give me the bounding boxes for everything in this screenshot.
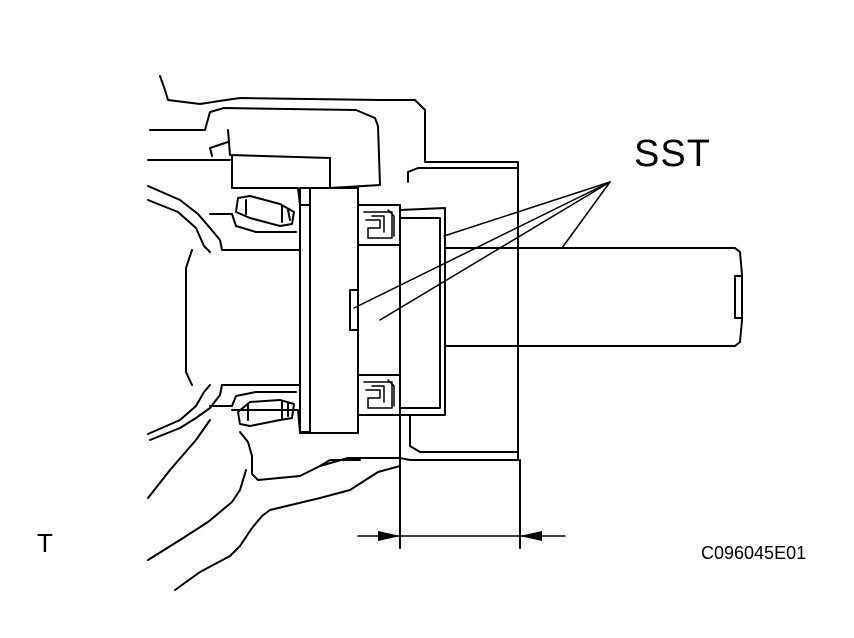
housing-lower-inner xyxy=(320,460,360,466)
lower-bearing-roller xyxy=(238,400,294,426)
housing-step xyxy=(408,168,518,182)
sst-leader-1 xyxy=(444,182,610,236)
shaft-plate xyxy=(300,188,310,433)
sst-leader-4 xyxy=(562,182,610,248)
figure-code-label: C096045E01 xyxy=(701,543,807,563)
housing-lower-rim-2 xyxy=(175,466,400,590)
upper-bearing-cone xyxy=(210,214,296,232)
dimension-arrow-right xyxy=(520,531,542,541)
lower-bearing-cage xyxy=(248,402,288,420)
dimension-arrow-left xyxy=(378,531,400,541)
dimension-t-label: T xyxy=(37,528,53,558)
sst-leader-3 xyxy=(380,182,610,320)
seal-center xyxy=(358,245,400,375)
sst-body xyxy=(400,208,445,415)
knuckle-arm-lower xyxy=(148,420,210,498)
housing-top-outline xyxy=(160,76,518,460)
sst-leader-2 xyxy=(354,182,610,308)
housing-top-inner xyxy=(150,108,380,188)
sst-label: SST xyxy=(634,133,711,175)
sst-shaft-end xyxy=(735,276,742,318)
upper-bearing-roller xyxy=(236,196,294,226)
housing-lower-outline xyxy=(410,415,518,460)
lower-bearing-cone xyxy=(210,392,296,406)
housing-lower-rim xyxy=(148,470,246,560)
sst-shaft xyxy=(445,248,742,346)
hub-left-body xyxy=(148,186,300,440)
shaft-notch xyxy=(350,290,358,330)
housing-lower-body xyxy=(240,432,410,480)
seal-upper-lip xyxy=(364,210,394,238)
outer-race-upper xyxy=(232,156,330,205)
housing-shoulder xyxy=(148,142,230,160)
seal-lower-lip xyxy=(364,380,394,408)
sst-step xyxy=(400,218,440,408)
hub-inner xyxy=(148,200,210,434)
hub-bore xyxy=(186,250,192,385)
upper-bearing-cage xyxy=(246,200,290,222)
